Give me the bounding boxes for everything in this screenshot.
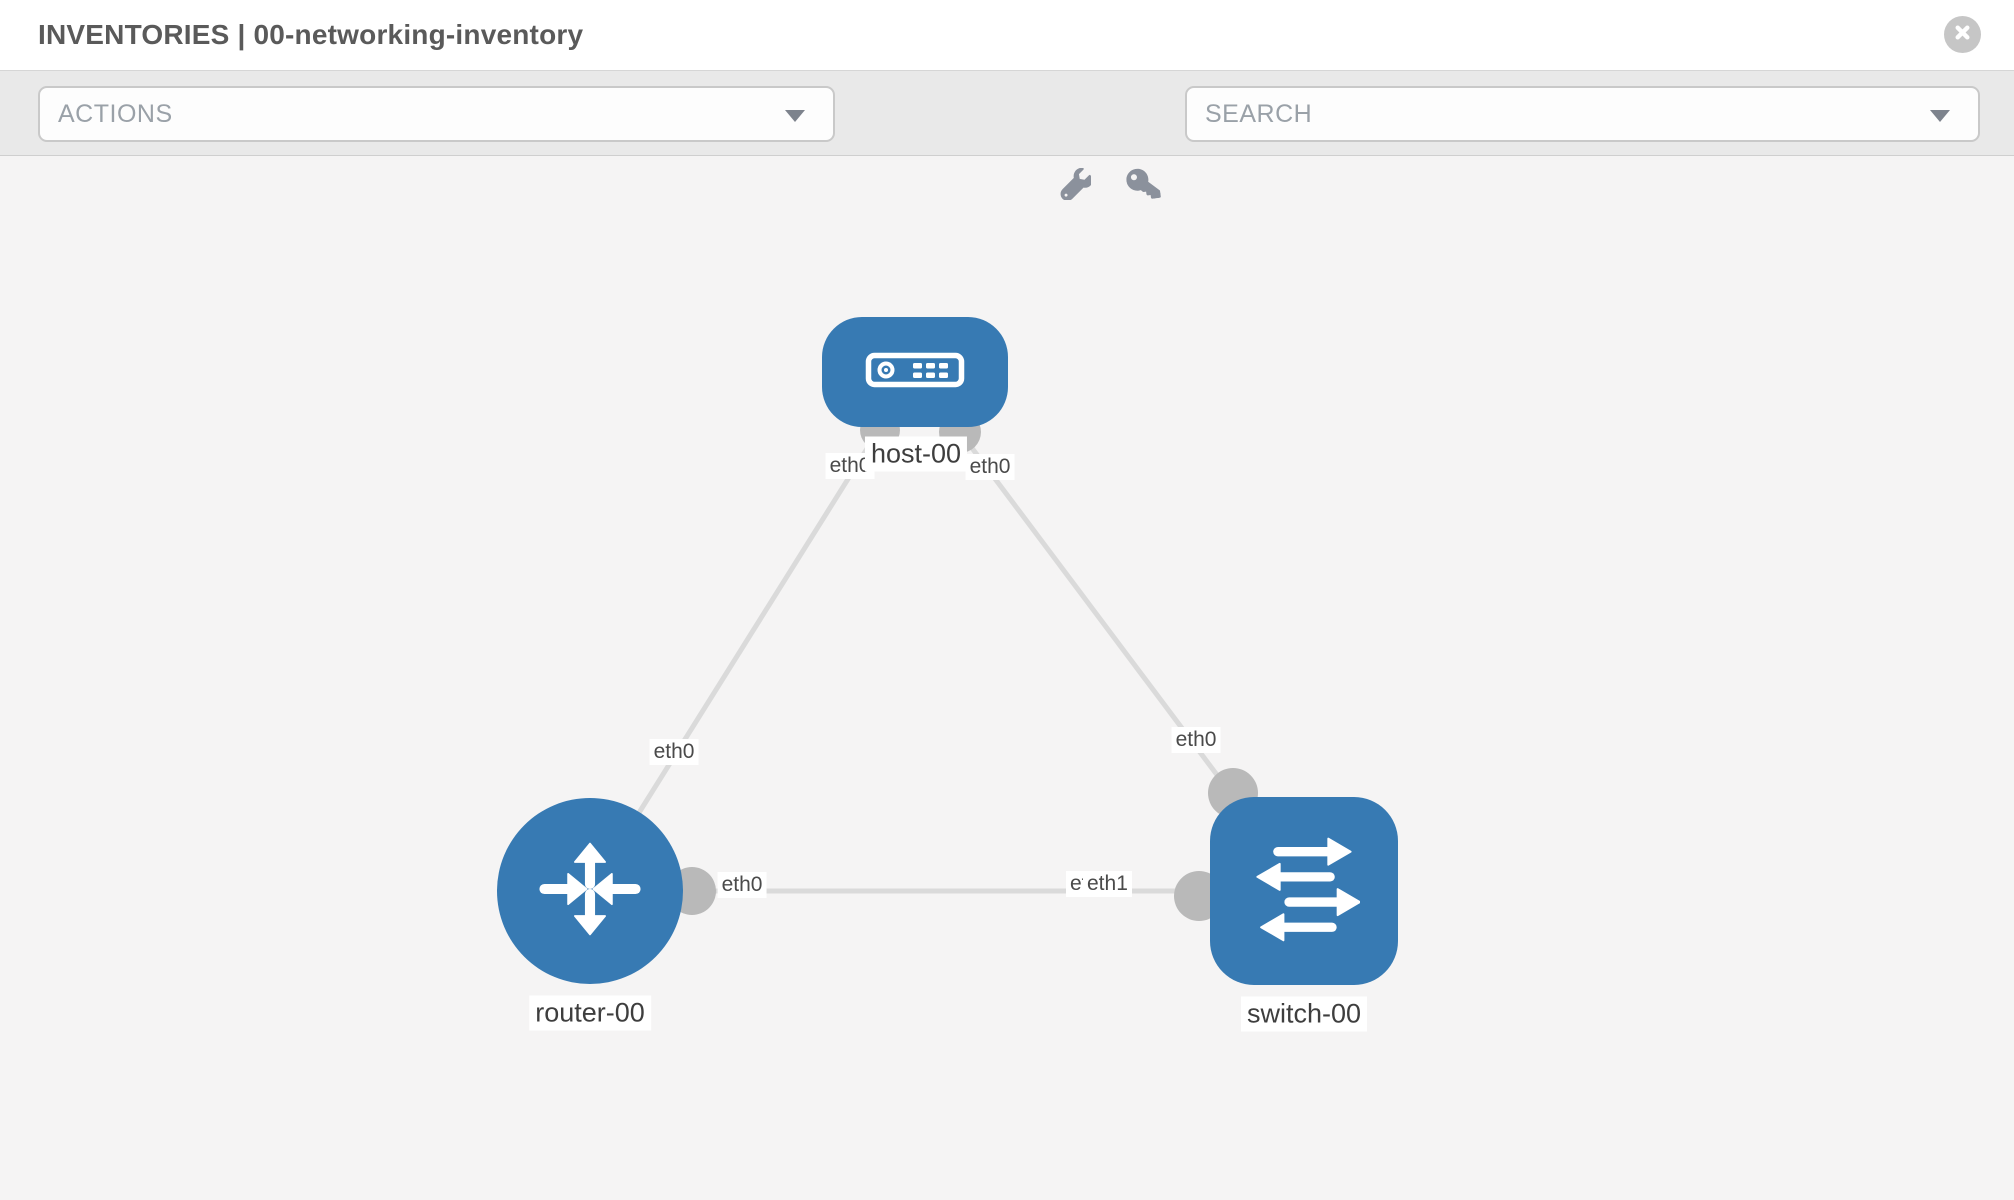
interface-label: eth0 [1171, 727, 1221, 753]
interface-label: eth0 [965, 454, 1015, 480]
node-label-switch: switch-00 [1240, 996, 1368, 1032]
node-router-00[interactable] [497, 798, 683, 984]
wrench-icon [1059, 167, 1093, 205]
actions-dropdown-label: ACTIONS [58, 100, 173, 128]
switch-icon [1248, 833, 1361, 950]
chevron-down-icon [785, 110, 805, 122]
search-dropdown[interactable]: SEARCH [1185, 86, 1980, 142]
node-switch-00[interactable] [1210, 797, 1398, 985]
key-button[interactable] [1124, 167, 1162, 205]
chevron-down-icon [1930, 110, 1950, 122]
close-button[interactable] [1944, 16, 1981, 53]
router-icon [531, 830, 649, 953]
topology-links [587, 370, 1307, 894]
toolbar: ACTIONS SEARCH [0, 70, 2014, 201]
key-icon [1126, 168, 1161, 205]
close-icon [1952, 22, 1973, 48]
search-dropdown-label: SEARCH [1205, 100, 1313, 128]
host-icon [865, 352, 965, 393]
topology-canvas[interactable]: host-00 router-00 switch-00 eth0 eth0 et… [0, 156, 2014, 1200]
panel-header: INVENTORIES | 00-networking-inventory [0, 0, 2014, 70]
configure-button[interactable] [1056, 167, 1094, 205]
page-title: INVENTORIES | 00-networking-inventory [38, 19, 584, 50]
node-label-host: host-00 [864, 436, 968, 472]
actions-dropdown[interactable]: ACTIONS [38, 86, 835, 142]
interface-label: eth1 [1083, 871, 1132, 897]
node-label-router: router-00 [529, 995, 651, 1031]
interface-label: eth0 [717, 872, 767, 898]
interface-label: eth0 [649, 739, 699, 765]
node-host-00[interactable] [822, 317, 1008, 427]
